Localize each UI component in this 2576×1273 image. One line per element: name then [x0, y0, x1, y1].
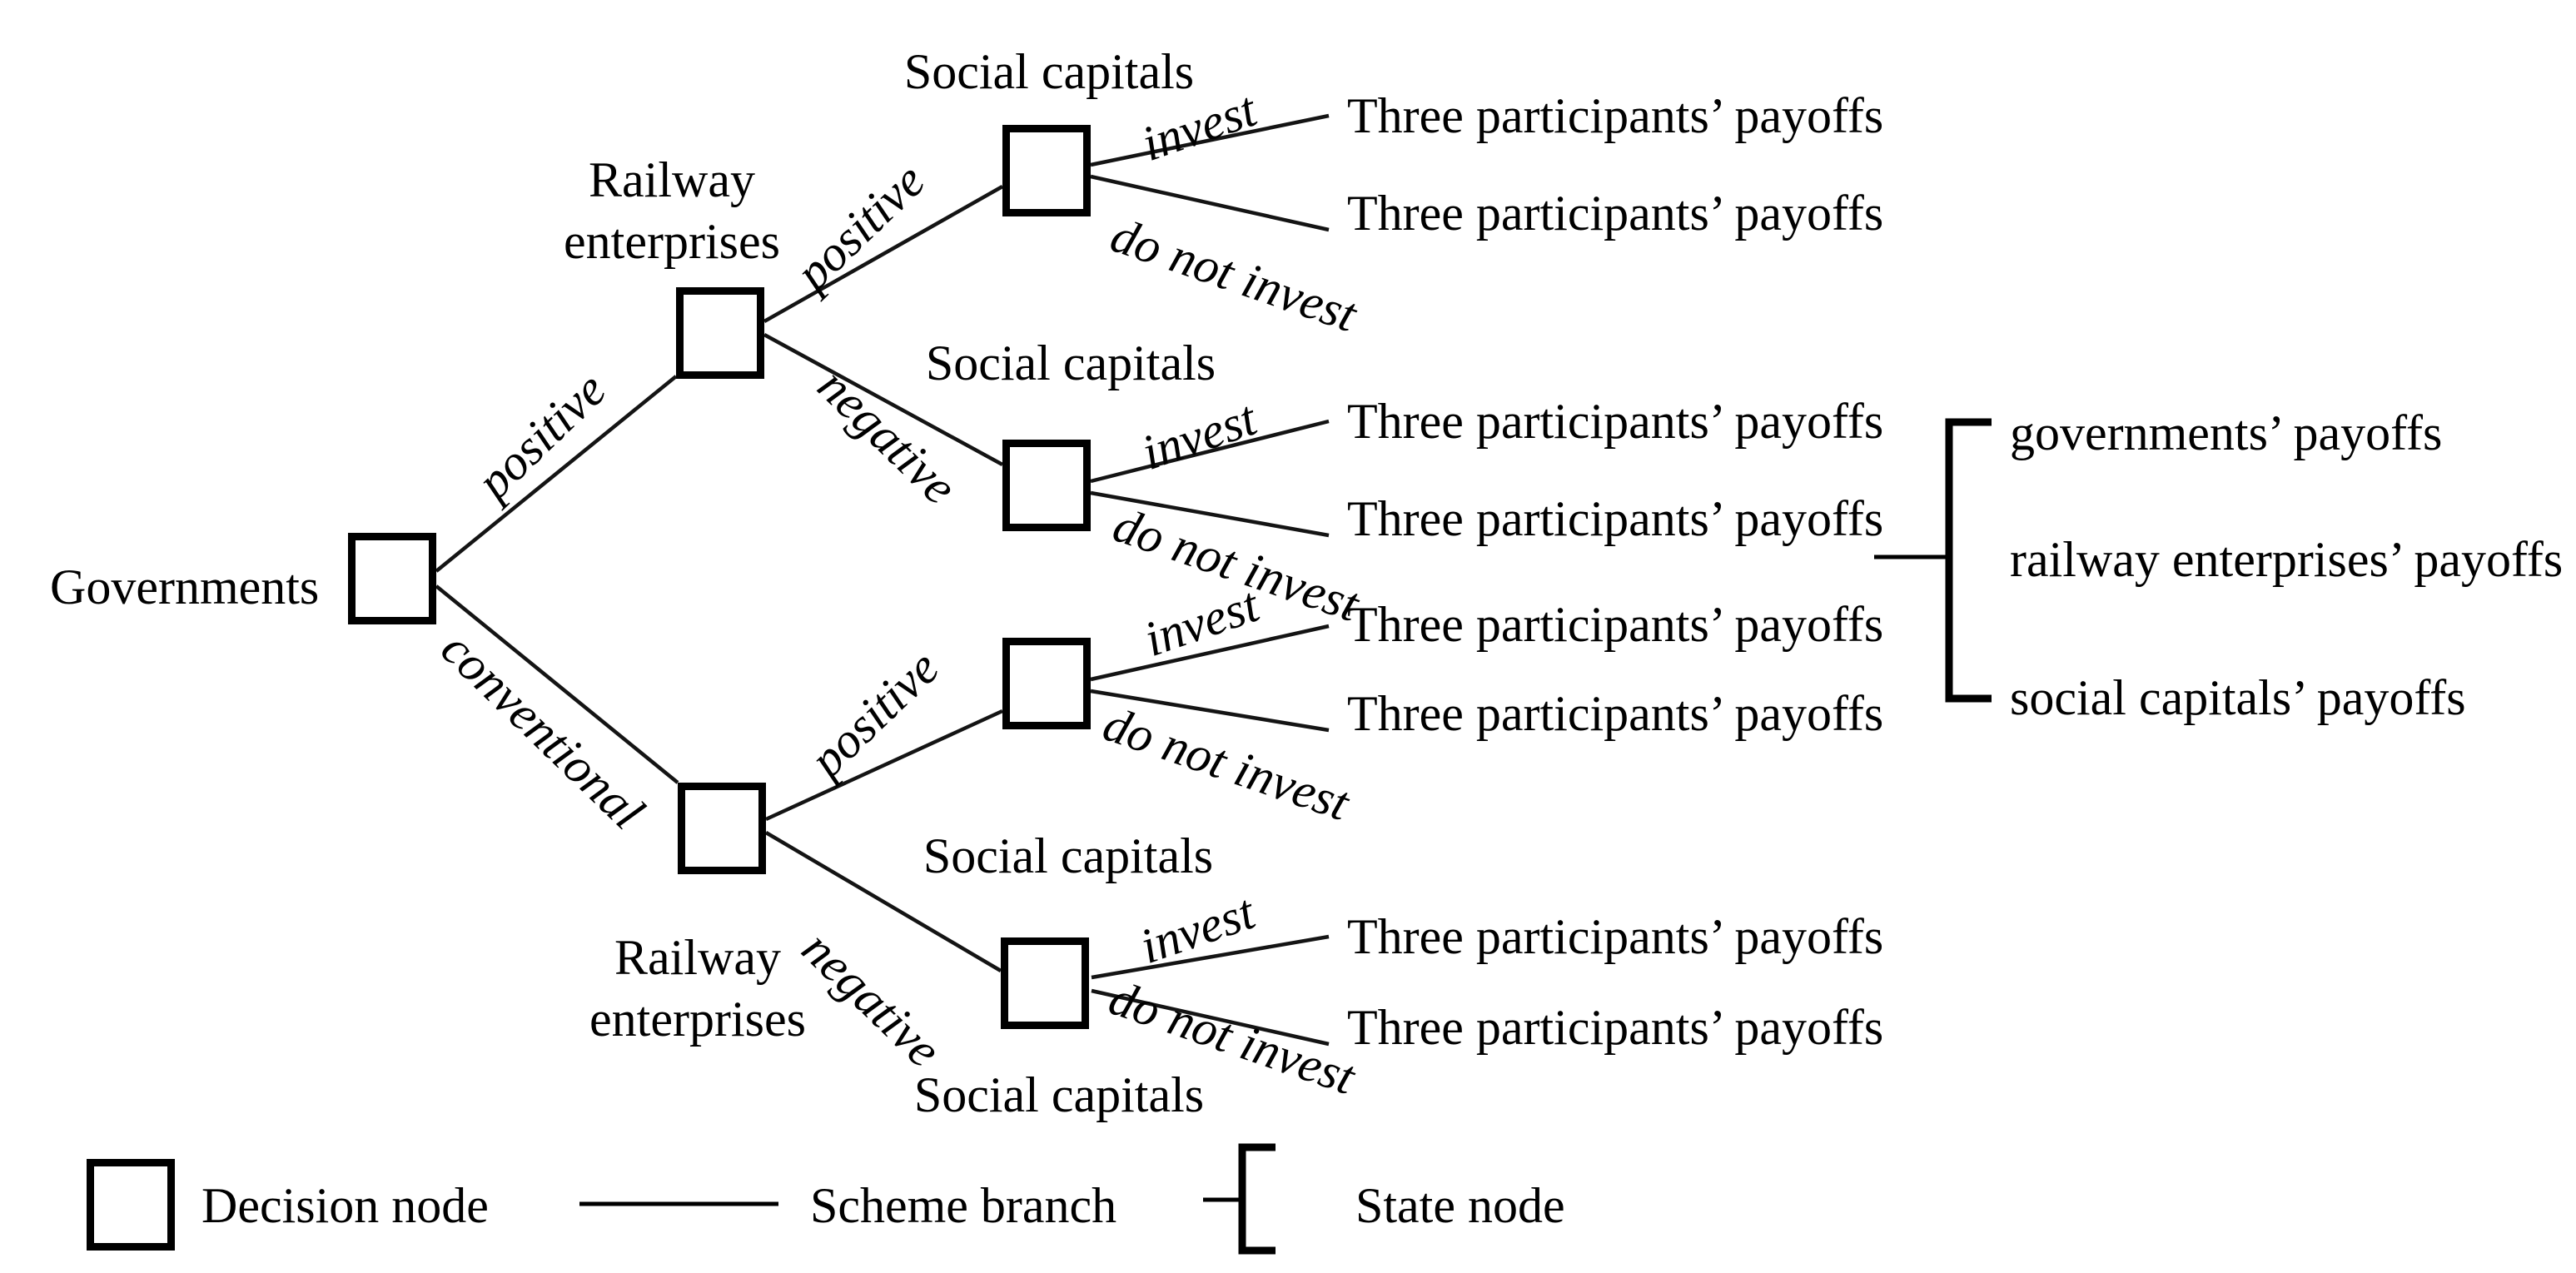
- branch-line-sc3-do-not-invest: [1090, 689, 1330, 733]
- outcome-label-3: Three participants’ payoffs: [1347, 394, 1884, 449]
- social-capitals-3-label: Social capitals: [922, 828, 1214, 883]
- railway-2-label-line1: Railway: [614, 930, 781, 985]
- legend-decision-node-square: [87, 1159, 175, 1251]
- branch-line-root-positive: [435, 375, 678, 573]
- railway-1-label-line2: enterprises: [564, 213, 780, 269]
- branch-line-sc1-do-not-invest: [1090, 174, 1330, 232]
- outcome-label-6: Three participants’ payoffs: [1347, 686, 1884, 741]
- decision-node-railway-1: [676, 287, 764, 379]
- branch-line-sc3-invest: [1090, 624, 1330, 682]
- branch-line-re1-negative: [763, 333, 1004, 466]
- state-node-bracket: [1945, 418, 1992, 703]
- branch-line-sc4-do-not-invest: [1091, 988, 1330, 1047]
- branch-line-sc1-invest: [1090, 113, 1330, 167]
- railway-enterprises-2-label: Railway enterprises: [589, 927, 806, 1051]
- decision-node-social-3: [1002, 638, 1091, 729]
- branch-line-sc2-invest: [1090, 419, 1330, 484]
- decision-node-social-1: [1002, 125, 1091, 216]
- railway-2-label-line2: enterprises: [589, 991, 806, 1047]
- branch-line-re2-negative: [764, 831, 1002, 972]
- decision-node-social-2: [1002, 440, 1091, 531]
- bracket-item-railway-payoffs: railway enterprises’ payoffs: [2010, 532, 2564, 587]
- root-node-label: Governments: [50, 559, 320, 614]
- outcome-label-5: Three participants’ payoffs: [1347, 597, 1884, 652]
- branch-line-sc4-invest: [1091, 934, 1330, 980]
- bracket-item-social-payoffs: social capitals’ payoffs: [2010, 670, 2466, 725]
- legend-scheme-branch-label: Scheme branch: [810, 1178, 1117, 1233]
- legend-state-node-bracket: [1238, 1143, 1276, 1255]
- branch-line-sc2-do-not-invest: [1090, 490, 1330, 538]
- outcome-label-4: Three participants’ payoffs: [1347, 491, 1884, 546]
- bracket-item-governments-payoffs: governments’ payoffs: [2010, 405, 2443, 460]
- branch-line-re1-positive: [763, 185, 1004, 323]
- outcome-label-7: Three participants’ payoffs: [1347, 909, 1884, 964]
- railway-enterprises-1-label: Railway enterprises: [564, 150, 780, 273]
- outcome-label-2: Three participants’ payoffs: [1347, 186, 1884, 241]
- legend-state-node-label: State node: [1355, 1178, 1565, 1233]
- decision-node-governments: [348, 533, 436, 624]
- social-capitals-1-label: Social capitals: [903, 44, 1195, 99]
- decision-node-social-4: [1001, 937, 1089, 1029]
- decision-node-railway-2: [678, 783, 766, 874]
- social-capitals-2-label: Social capitals: [925, 336, 1216, 390]
- social-capitals-4-label: Social capitals: [913, 1067, 1205, 1122]
- outcome-label-8: Three participants’ payoffs: [1347, 1000, 1884, 1055]
- branch-line-re2-positive: [765, 709, 1003, 822]
- legend-decision-node-label: Decision node: [201, 1178, 489, 1233]
- branch-line-root-conventional: [435, 584, 679, 784]
- railway-1-label-line1: Railway: [589, 152, 755, 207]
- outcome-label-1: Three participants’ payoffs: [1347, 88, 1884, 143]
